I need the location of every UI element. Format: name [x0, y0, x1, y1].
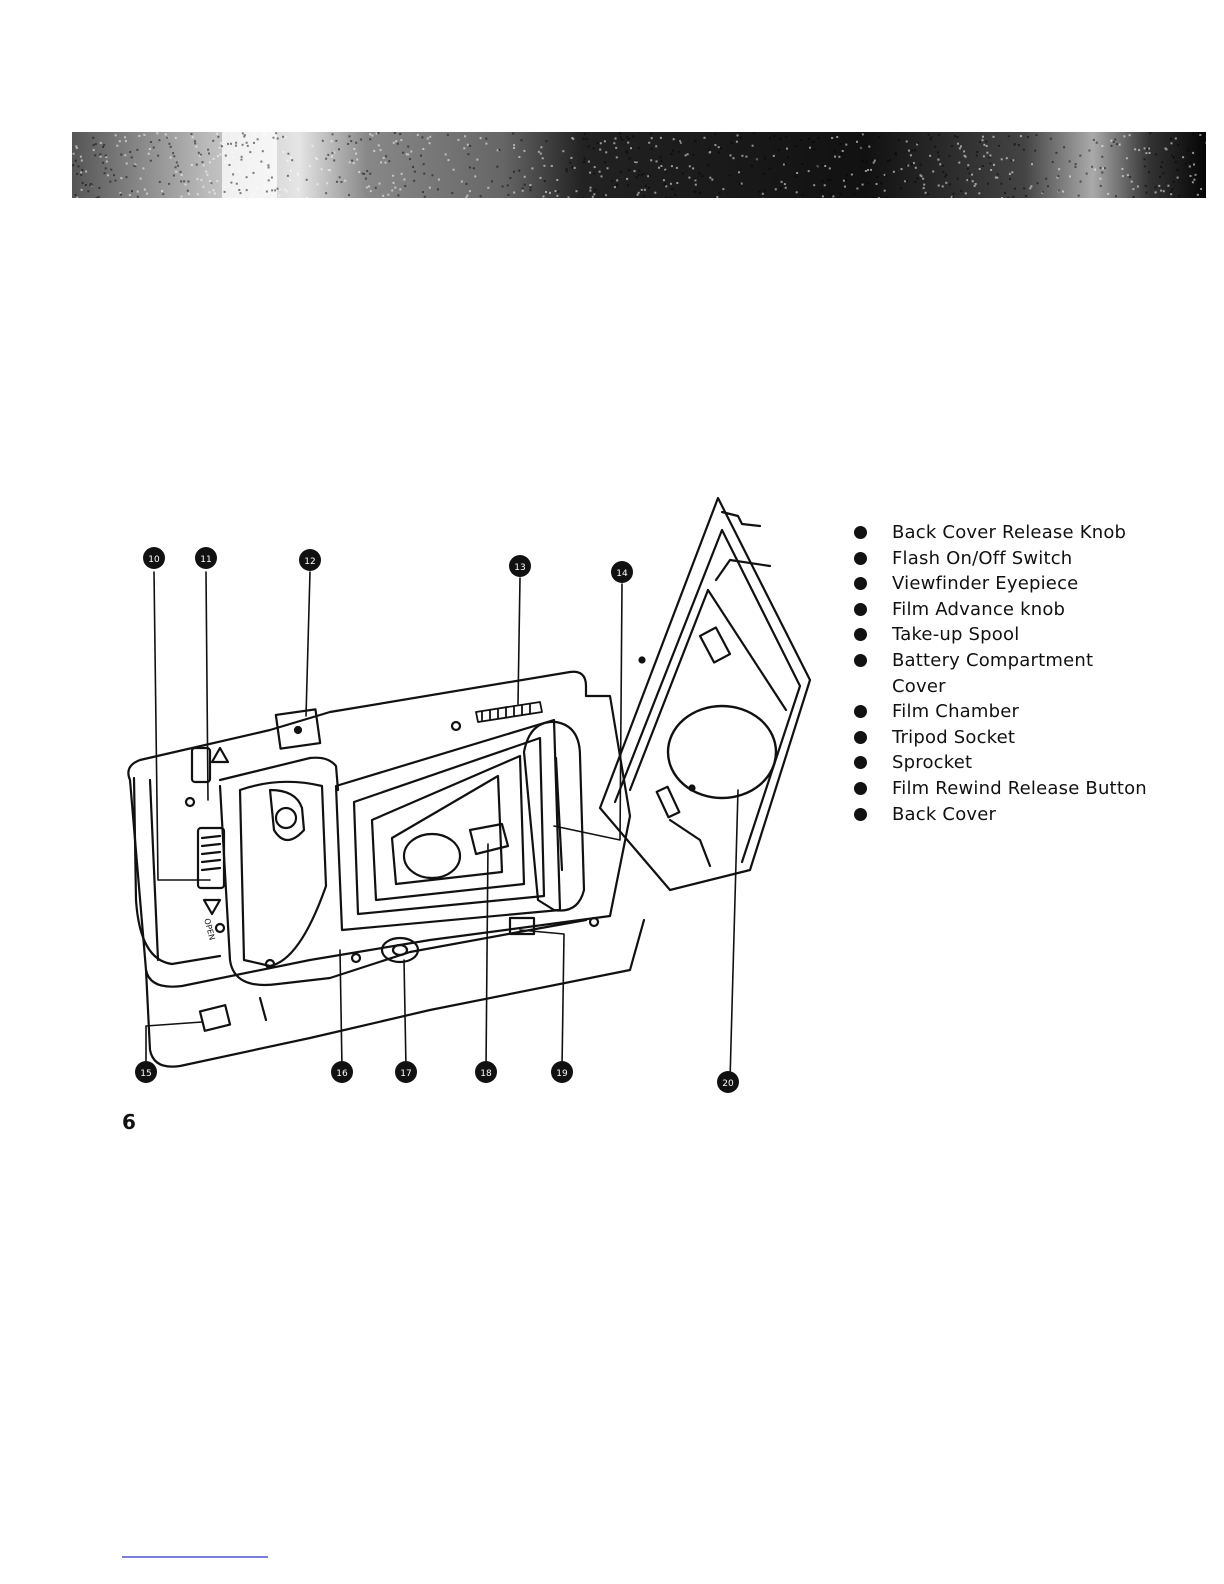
bullet-icon [854, 628, 867, 641]
header-banner [72, 132, 1206, 198]
svg-text:17: 17 [400, 1069, 411, 1079]
bullet-icon [854, 526, 867, 539]
legend-item: Take-up Spool [848, 622, 1188, 648]
marker-16: 16 [331, 1061, 353, 1083]
camera-body-illustration: OPEN [128, 672, 644, 1067]
marker-19: 19 [551, 1061, 573, 1083]
parts-legend: Back Cover Release Knob Flash On/Off Swi… [848, 520, 1188, 827]
legend-label: Back Cover Release Knob [892, 522, 1126, 543]
footer-rule [122, 1556, 268, 1558]
open-label: OPEN [202, 917, 216, 941]
legend-item: Film Chamber [848, 699, 1188, 725]
legend-item: Viewfinder Eyepiece [848, 571, 1188, 597]
marker-10: 10 [143, 547, 165, 569]
legend-label: Film Chamber [892, 701, 1019, 722]
marker-17: 17 [395, 1061, 417, 1083]
legend-label: Film Rewind Release Button [892, 778, 1147, 799]
legend-label-continued: Cover [892, 674, 1188, 700]
marker-15: 15 [135, 1061, 157, 1083]
leader-lines [146, 572, 738, 1080]
legend-label: Film Advance knob [892, 599, 1065, 620]
bullet-icon [854, 731, 867, 744]
svg-text:10: 10 [148, 555, 160, 565]
marker-11: 11 [195, 547, 217, 569]
legend-item: Film Advance knob [848, 597, 1188, 623]
marker-18: 18 [475, 1061, 497, 1083]
bullet-icon [854, 577, 867, 590]
legend-label: Flash On/Off Switch [892, 548, 1072, 569]
bullet-icon [854, 552, 867, 565]
bullet-icon [854, 705, 867, 718]
legend-label: Battery Compartment [892, 650, 1093, 671]
bullet-icon [854, 756, 867, 769]
legend-label: Tripod Socket [892, 727, 1015, 748]
svg-text:15: 15 [140, 1069, 151, 1079]
marker-13: 13 [509, 555, 531, 577]
legend-item: Flash On/Off Switch [848, 546, 1188, 572]
camera-diagram: OPEN [110, 490, 820, 1100]
svg-text:11: 11 [200, 555, 211, 565]
page-number: 6 [122, 1110, 136, 1134]
marker-20: 20 [717, 1071, 739, 1093]
legend-item: Back Cover [848, 802, 1188, 828]
svg-text:14: 14 [616, 569, 628, 579]
legend-item: Film Rewind Release Button [848, 776, 1188, 802]
bullet-icon [854, 654, 867, 667]
bullet-icon [854, 603, 867, 616]
legend-label: Viewfinder Eyepiece [892, 573, 1078, 594]
bullet-icon [854, 808, 867, 821]
legend-label: Back Cover [892, 804, 996, 825]
legend-item: Back Cover Release Knob [848, 520, 1188, 546]
marker-12: 12 [299, 549, 321, 571]
legend-label: Sprocket [892, 752, 972, 773]
legend-label: Take-up Spool [892, 624, 1019, 645]
svg-text:18: 18 [480, 1069, 492, 1079]
back-cover-illustration [600, 498, 810, 890]
legend-item: Tripod Socket [848, 725, 1188, 751]
legend-item: Sprocket [848, 750, 1188, 776]
bullet-icon [854, 782, 867, 795]
svg-text:13: 13 [514, 563, 525, 573]
marker-14: 14 [611, 561, 633, 583]
svg-text:16: 16 [336, 1069, 348, 1079]
svg-text:12: 12 [304, 557, 315, 567]
svg-text:19: 19 [556, 1069, 568, 1079]
svg-text:20: 20 [722, 1079, 734, 1089]
